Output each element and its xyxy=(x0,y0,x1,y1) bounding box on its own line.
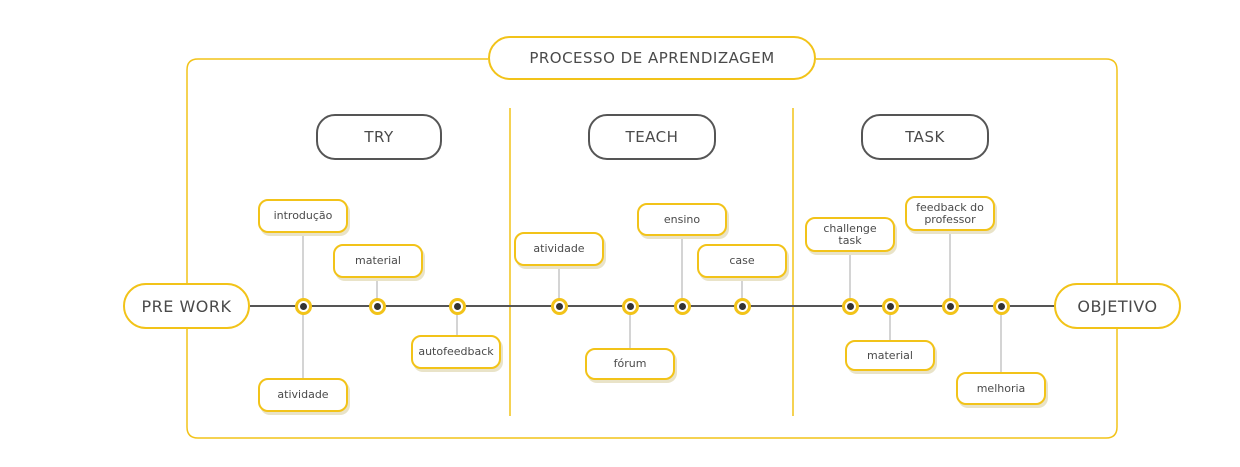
step-atividade-try: atividade xyxy=(258,378,348,412)
step-melhoria: melhoria xyxy=(956,372,1046,405)
stage-task: TASK xyxy=(861,114,989,160)
node-ensino xyxy=(673,297,691,315)
stage-teach: TEACH xyxy=(588,114,716,160)
step-atividade-teach: atividade xyxy=(514,232,604,266)
end-objetivo: OBJETIVO xyxy=(1054,283,1181,329)
node-challenge xyxy=(841,297,859,315)
diagram-title: PROCESSO DE APRENDIZAGEM xyxy=(488,36,816,80)
node-autofeedback xyxy=(448,297,466,315)
node-material-try xyxy=(368,297,386,315)
step-challenge-task: challenge task xyxy=(805,217,895,252)
node-introducao-atividade xyxy=(294,297,312,315)
step-autofeedback: autofeedback xyxy=(411,335,501,369)
step-case: case xyxy=(697,244,787,278)
step-forum: fórum xyxy=(585,348,675,380)
node-material-task xyxy=(881,297,899,315)
node-case xyxy=(733,297,751,315)
step-feedback-professor: feedback do professor xyxy=(905,196,995,231)
node-feedback xyxy=(941,297,959,315)
step-material-task: material xyxy=(845,340,935,371)
start-pre-work: PRE WORK xyxy=(123,283,250,329)
step-ensino: ensino xyxy=(637,203,727,236)
stage-try: TRY xyxy=(316,114,442,160)
node-atividade-teach xyxy=(550,297,568,315)
node-melhoria xyxy=(992,297,1010,315)
outer-frame xyxy=(186,58,1118,439)
step-introducao: introdução xyxy=(258,199,348,233)
step-material-try: material xyxy=(333,244,423,278)
node-forum xyxy=(621,297,639,315)
